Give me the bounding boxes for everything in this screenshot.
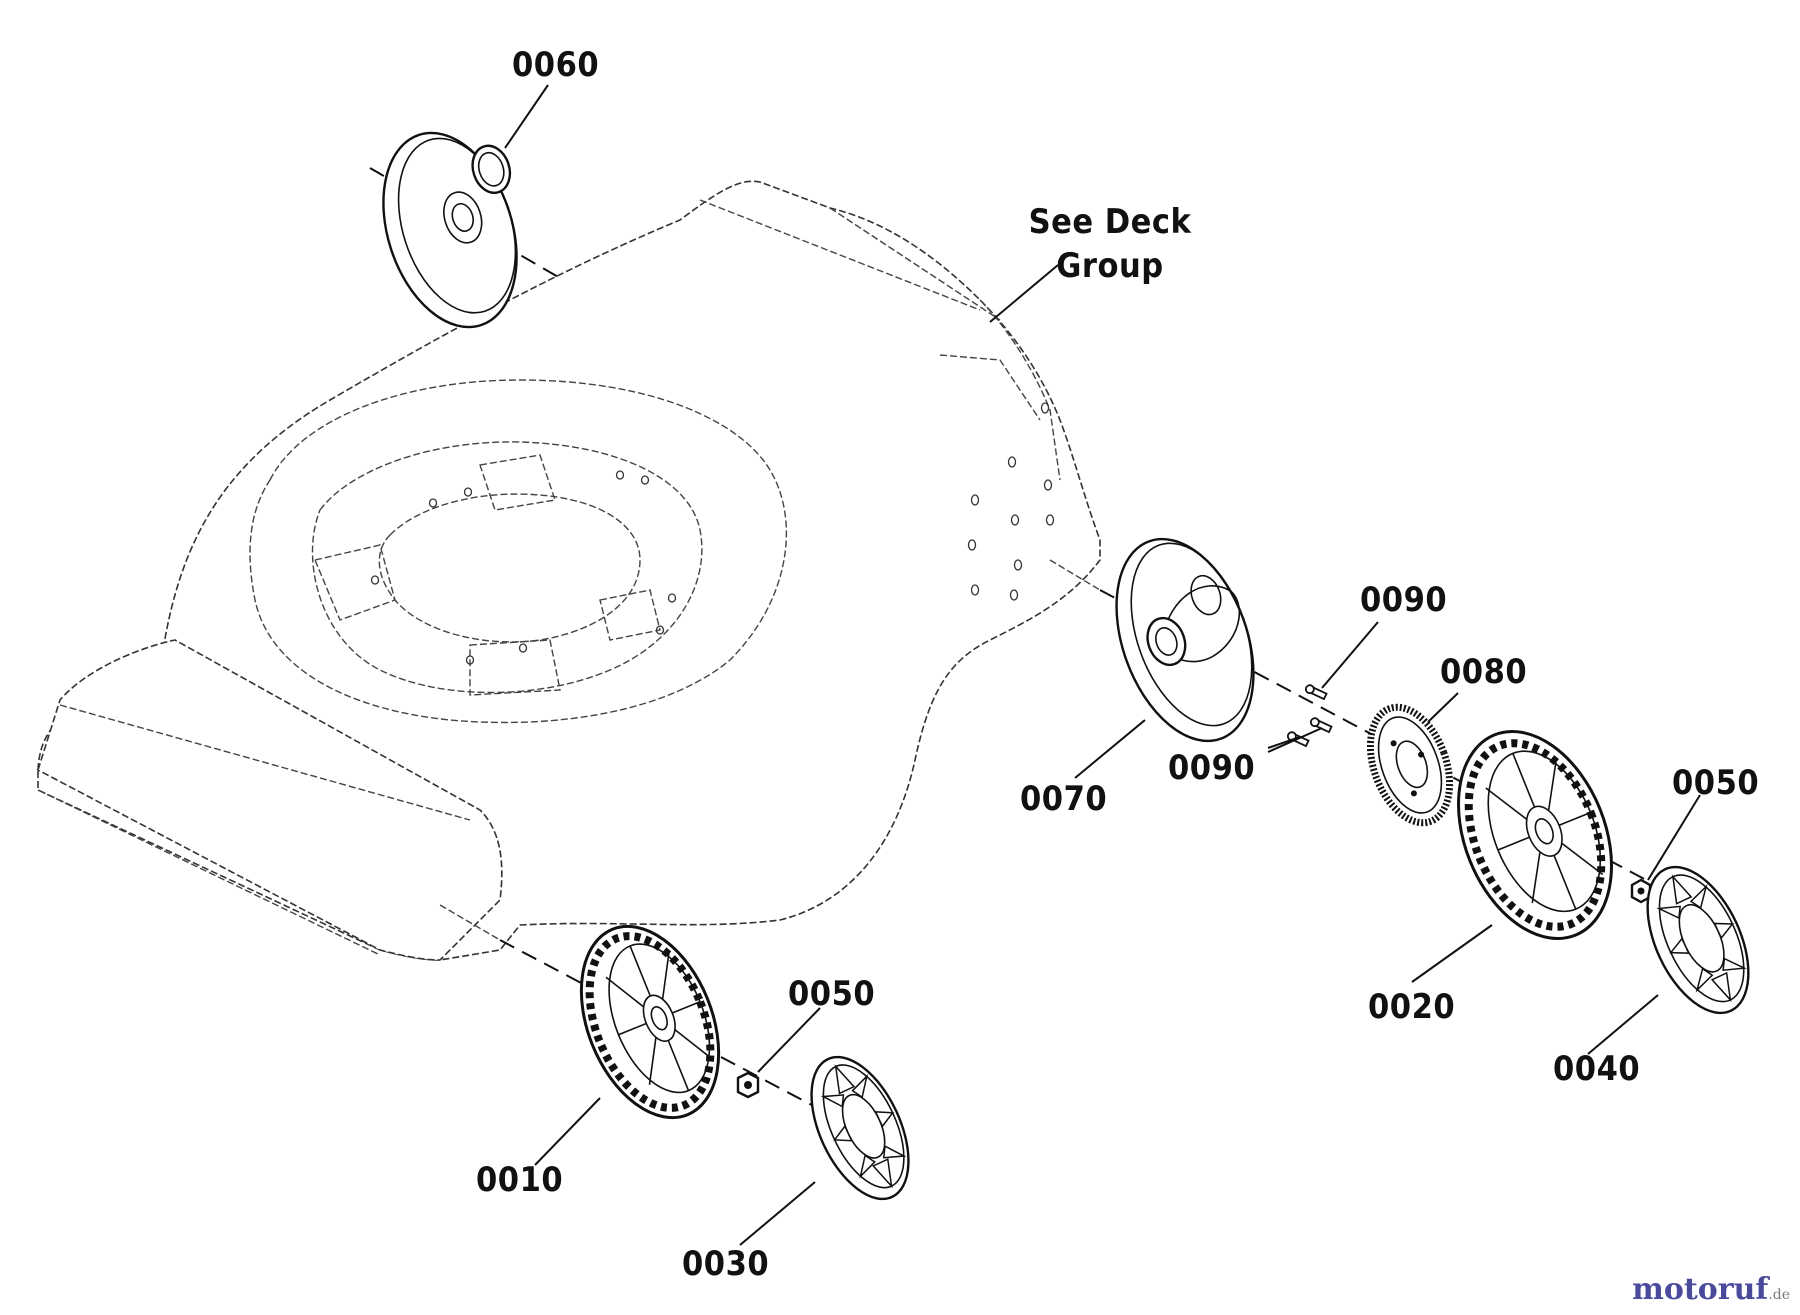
label-0090-lower: 0090 (1168, 748, 1256, 788)
label-0060: 0060 (512, 45, 600, 85)
watermark-suffix: .de (1768, 1287, 1790, 1303)
part-0050-nut-left (736, 1071, 760, 1099)
label-0090-upper: 0090 (1360, 580, 1448, 620)
label-0010: 0010 (476, 1160, 564, 1200)
part-0020-rear-wheel (1457, 729, 1613, 941)
front-axle-centerline (499, 939, 841, 1121)
label-0030: 0030 (682, 1244, 770, 1284)
label-0050-right: 0050 (1672, 763, 1760, 803)
watermark-main: motoruf (1632, 1272, 1769, 1307)
leader-lines (504, 84, 1701, 1246)
part-0010-front-wheel (579, 924, 721, 1120)
part-0050-nut-right (1630, 878, 1652, 904)
label-0080: 0080 (1440, 652, 1528, 692)
watermark-logo: motoruf.de (1632, 1272, 1790, 1307)
deck-note-line1: See Deck (1028, 202, 1192, 242)
label-0040: 0040 (1553, 1049, 1641, 1089)
part-0090-screws (1286, 684, 1333, 748)
part-0080-drive-gear (1366, 703, 1454, 827)
mower-deck (37, 180, 1101, 961)
part-0060-gear-cover (382, 131, 518, 329)
label-see-deck-group: See Deck Group (1025, 200, 1195, 288)
part-0070-gear-housing (1115, 537, 1255, 743)
part-0030-hubcap-left (810, 1055, 910, 1201)
label-0050-left: 0050 (788, 974, 876, 1014)
deck-note-line2: Group (1056, 246, 1164, 286)
label-0070: 0070 (1020, 779, 1108, 819)
part-0040-hubcap-right (1646, 865, 1750, 1015)
label-0020: 0020 (1368, 987, 1456, 1027)
